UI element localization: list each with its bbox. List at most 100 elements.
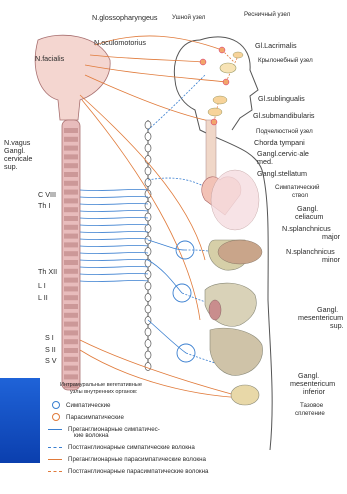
legend: Интрамуральные вегетативные узлы внутрен… <box>46 370 336 492</box>
spinal-segment <box>64 225 78 230</box>
legend-item-label: Симпатические <box>66 402 111 409</box>
brainstem <box>35 35 110 120</box>
label-s-i: S I <box>45 334 54 342</box>
trunk-ganglion <box>145 133 151 141</box>
fibre-sym-head <box>148 75 205 130</box>
label-n-splanchnicus-major-2: major <box>322 233 340 241</box>
label-n-splanchnicus-minor-2: minor <box>322 256 340 264</box>
trunk-ganglion <box>145 202 151 210</box>
solid-line-icon <box>48 459 62 460</box>
legend-item-label: Преганглионарные парасимпатические волок… <box>68 456 206 463</box>
label-n-facialis: N.facialis <box>35 55 64 63</box>
spinal-segment <box>64 295 78 300</box>
fibre-sym-pre <box>80 231 148 232</box>
legend-item: Симпатические <box>46 400 111 410</box>
legend-title: Интрамуральные вегетативные <box>60 382 142 389</box>
fibre-sym-pre <box>80 280 148 281</box>
circle-marker-icon <box>52 401 60 409</box>
legend-item: Постганглионарные парасимпатические воло… <box>46 466 208 476</box>
legend-item-label: Постганглионарные симпатические волокна <box>68 444 195 451</box>
fibre-sym-pre <box>80 238 148 239</box>
spinal-segment <box>64 216 78 221</box>
submandibular-gland <box>208 108 222 116</box>
legend-item-label: кие волокна <box>74 432 109 439</box>
trunk-ganglion <box>145 213 151 221</box>
spinal-segment <box>64 339 78 344</box>
organs <box>202 52 263 405</box>
trunk-ganglion <box>145 328 151 336</box>
trunk-ganglion <box>145 121 151 129</box>
legend-item-continuation: кие волокна <box>68 430 109 440</box>
fibre-sym-pre <box>80 245 148 246</box>
spinal-segment <box>64 137 78 142</box>
ganglion-ciliary <box>219 47 225 53</box>
trunk-ganglion <box>145 144 151 152</box>
label-l-i: L I <box>38 282 46 290</box>
spinal-segment <box>64 286 78 291</box>
label-n-glossopharyngeus: N.glossopharyngeus <box>92 14 158 22</box>
spinal-segment <box>64 190 78 195</box>
label-pterygopalatine-ganglion: Крылонебный узел <box>258 57 313 64</box>
fibre-sym-mes-inf <box>148 320 186 353</box>
legend-item-label: Парасимпатические <box>66 414 124 421</box>
sympathetic-trunk <box>145 120 151 371</box>
label-otic-ganglion: Ушной узел <box>172 14 205 21</box>
circle-marker-icon <box>52 413 60 421</box>
label-n-oculomotorius: N.oculomotorius <box>94 39 146 47</box>
legend-title-2: узлы внутренних органов: <box>70 389 137 396</box>
spinal-segment <box>64 251 78 256</box>
fibre-sym-pre <box>80 196 148 197</box>
legend-item-label: Постганглионарные парасимпатические воло… <box>68 468 208 475</box>
label-s-v: S V <box>45 357 57 365</box>
fibre-sym-pre <box>80 217 148 218</box>
spinal-segment <box>64 181 78 186</box>
spinal-segment <box>64 154 78 159</box>
label-gangl-stellatum: Gangl.stellatum <box>257 170 307 178</box>
spinal-segment <box>64 313 78 318</box>
spinal-segment <box>64 278 78 283</box>
legend-item: Преганглионарные парасимпатические волок… <box>46 454 206 464</box>
trunk-ganglion <box>145 340 151 348</box>
label-c-viii: C VIII <box>38 191 56 199</box>
eye-icon <box>220 63 236 73</box>
label-sympathetic-trunk: Симпатический <box>275 184 320 191</box>
fibre-splanchnic-major <box>148 240 185 250</box>
ganglion-pterygopalatine <box>223 79 229 85</box>
label-l-ii: L II <box>38 294 48 302</box>
label-gangl-cervicale-med-2: med. <box>257 158 273 166</box>
fibre-vagus <box>80 95 205 260</box>
solid-line-icon <box>48 429 62 430</box>
spinal-segment <box>64 322 78 327</box>
fibre-splanchnic-minor <box>148 260 182 293</box>
trunk-ganglion <box>145 351 151 359</box>
trunk-ganglion <box>145 248 151 256</box>
label-s-ii: S II <box>45 346 56 354</box>
face-outline <box>200 37 258 130</box>
dashed-line-icon <box>48 471 62 472</box>
label-sympathetic-trunk-2: ствол <box>292 192 308 199</box>
trunk-ganglion <box>145 282 151 290</box>
liver <box>218 240 262 264</box>
label-th-i: Th I <box>38 202 50 210</box>
blue-side-tab <box>0 378 40 463</box>
spinal-segment <box>64 357 78 362</box>
fibre-sym-pre <box>80 259 148 260</box>
label-th-xii: Th XII <box>38 268 57 276</box>
dashed-line-icon <box>48 447 62 448</box>
trunk-ganglion <box>145 294 151 302</box>
spinal-segment <box>64 269 78 274</box>
spinal-segment <box>64 304 78 309</box>
fibre-sym-pre <box>80 273 148 274</box>
fibre-sym-pre <box>80 224 148 225</box>
legend-item: Парасимпатические <box>46 412 124 422</box>
trunk-ganglion <box>145 225 151 233</box>
fibre-sym-pre <box>80 210 148 211</box>
spinal-segment <box>64 330 78 335</box>
spinal-segment <box>64 198 78 203</box>
label-sup: sup. <box>4 163 18 171</box>
trunk-ganglion <box>145 167 151 175</box>
ganglion-submandibular <box>211 119 217 125</box>
trunk-ganglion <box>145 271 151 279</box>
label-submandibular-ganglion: Подчелюстной узел <box>256 128 313 135</box>
label-chorda-tympani: Chorda tympani <box>254 139 305 147</box>
